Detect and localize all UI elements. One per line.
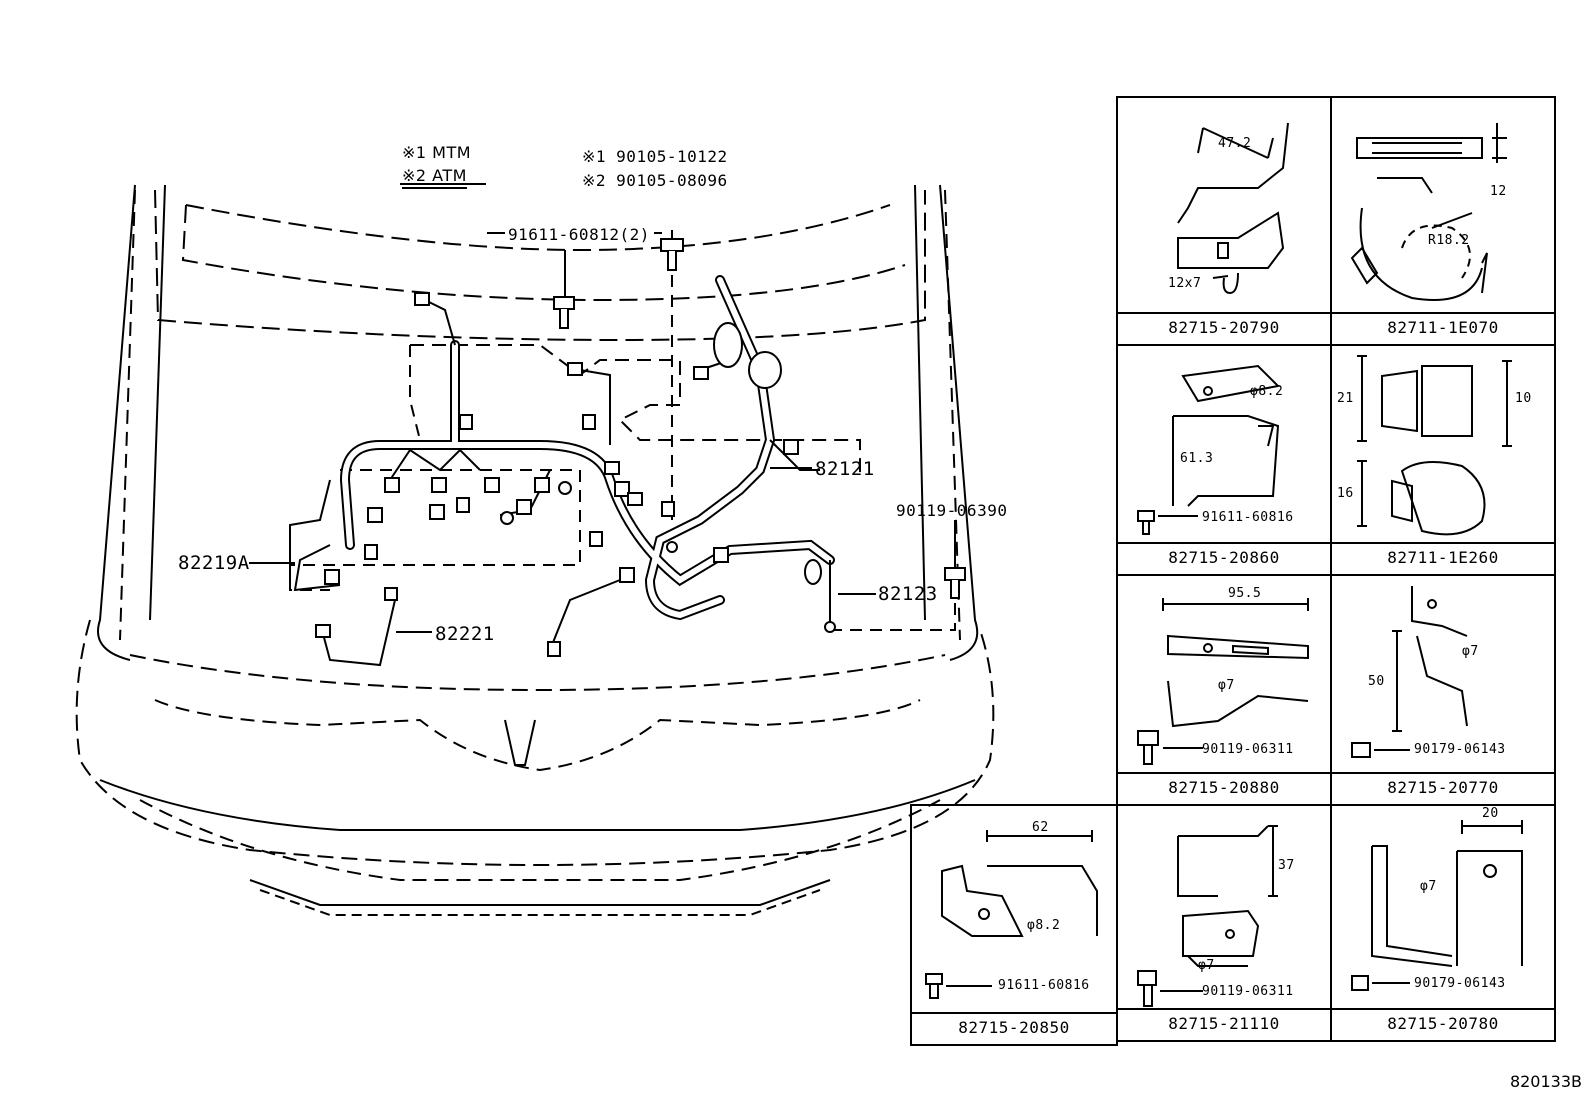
callout-82219a: 82219A: [178, 552, 250, 574]
dim-label: φ7: [1198, 958, 1215, 973]
fastener-label: 90119-06311: [1202, 742, 1294, 757]
fastener-label: 91611-60816: [1202, 510, 1294, 525]
callout-bolt-atm: ※2 90105-08096: [582, 171, 728, 190]
part-number: 82715-20780: [1387, 1014, 1499, 1033]
diagram-code: 820133B: [1509, 1072, 1582, 1091]
part-cell-82711-1e070: R18.2 12 82711-1E070: [1330, 96, 1556, 346]
part-cell-82715-20790: 47.2 12x7 82715-20790: [1116, 96, 1332, 346]
dim-label: φ7: [1420, 879, 1437, 894]
dim-label: 12: [1490, 184, 1507, 199]
part-number: 82711-1E260: [1387, 548, 1499, 567]
dim-label: 47.2: [1218, 136, 1252, 151]
fastener-label: 90179-06143: [1414, 976, 1506, 991]
callout-90119-06390: 90119-06390: [896, 501, 1008, 520]
part-cell-82715-21110: 37 φ7 90119-06311 82715-21110: [1116, 804, 1332, 1042]
dim-label: φ7: [1462, 644, 1479, 659]
dim-label: 95.5: [1228, 586, 1262, 601]
dim-label: 16: [1337, 486, 1354, 501]
dim-label: R18.2: [1428, 233, 1470, 248]
dim-label: 50: [1368, 674, 1385, 689]
callout-82123: 82123: [878, 583, 938, 605]
bracket-drawing: [1177, 122, 1289, 295]
bracket-drawing: [1351, 586, 1468, 758]
part-cell-82715-20880: 95.5 φ7 90119-06311 82715-20880: [1116, 574, 1332, 806]
clip-drawing: [1357, 355, 1512, 536]
part-cell-82711-1e260: 21 10 16 82711-1E260: [1330, 344, 1556, 576]
part-number: 82711-1E070: [1387, 318, 1499, 337]
bracket-drawing: [1137, 825, 1278, 1007]
bracket-drawing: [1137, 598, 1309, 765]
dim-label: 61.3: [1180, 451, 1214, 466]
part-number: 82715-20860: [1168, 548, 1280, 567]
legend-mtm: ※1 MTM: [402, 143, 472, 162]
dim-label: 12x7: [1168, 276, 1202, 291]
part-cell-82715-20780: 20 φ7 90179-06143 82715-20780: [1330, 804, 1556, 1042]
callout-82221: 82221: [435, 623, 495, 645]
part-number: 82715-20770: [1387, 778, 1499, 797]
part-number: 82715-21110: [1168, 1014, 1280, 1033]
part-cell-82715-20850: 62 φ8.2 91611-60816 82715-20850: [910, 804, 1118, 1046]
part-number: 82715-20880: [1168, 778, 1280, 797]
dim-label: 10: [1515, 391, 1532, 406]
bracket-drawing: [1137, 364, 1281, 535]
legend-atm: ※2 ATM: [402, 166, 467, 189]
fastener-label: 90119-06311: [1202, 984, 1294, 999]
dim-label: 21: [1337, 391, 1354, 406]
part-number: 82715-20850: [958, 1018, 1070, 1037]
callout-82121: 82121: [815, 458, 875, 480]
part-cell-82715-20860: φ8.2 61.3 91611-60816 82715-20860: [1116, 344, 1332, 576]
parts-grid: 47.2 12x7 82715-20790 R18.2 12 82711-1E0…: [1116, 96, 1556, 1042]
fastener-label: 90179-06143: [1414, 742, 1506, 757]
callout-bolt-mtm: ※1 90105-10122: [582, 147, 728, 166]
dim-label: 62: [1032, 820, 1049, 835]
dim-label: φ8.2: [1027, 918, 1061, 933]
bracket-drawing: [925, 830, 1098, 999]
bracket-drawing: [1351, 820, 1523, 991]
dim-label: 20: [1482, 806, 1499, 821]
dim-label: φ7: [1218, 678, 1235, 693]
fastener-label: 91611-60816: [998, 978, 1090, 993]
callout-91611-60812: 91611-60812(2): [508, 225, 650, 244]
dim-label: 37: [1278, 858, 1295, 873]
dim-label: φ8.2: [1250, 384, 1284, 399]
part-number: 82715-20790: [1168, 318, 1280, 337]
part-cell-82715-20770: φ7 50 90179-06143 82715-20770: [1330, 574, 1556, 806]
clamp-drawing: [1350, 123, 1507, 301]
